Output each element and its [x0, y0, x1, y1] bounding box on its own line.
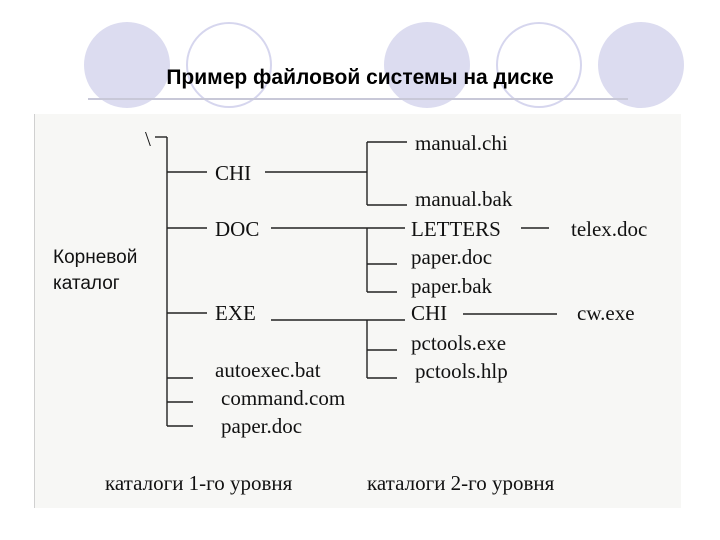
- dir-exe-chi: CHI: [411, 301, 447, 325]
- dir-doc: DOC: [215, 217, 259, 241]
- dir-letters: LETTERS: [411, 217, 501, 241]
- file-command: command.com: [221, 386, 345, 410]
- file-paper-doc-root: paper.doc: [221, 414, 302, 438]
- decor-circle-1: [84, 22, 170, 108]
- caption-level1: каталоги 1-го уровня: [105, 471, 293, 495]
- dir-chi: CHI: [215, 161, 251, 185]
- root-symbol: \: [145, 127, 151, 151]
- file-manual-chi: manual.chi: [415, 131, 508, 155]
- title-divider: [88, 98, 628, 100]
- file-paper-doc: paper.doc: [411, 245, 492, 269]
- file-paper-bak: paper.bak: [411, 274, 493, 298]
- file-autoexec: autoexec.bat: [215, 358, 321, 382]
- root-label-line2: каталог: [53, 273, 120, 294]
- file-pctools-hlp: pctools.hlp: [415, 359, 508, 383]
- file-tree-figure: \ Корневой каталог CHI DOC EXE autoexec.…: [34, 114, 681, 508]
- caption-level2: каталоги 2-го уровня: [367, 471, 555, 495]
- decor-circle-3: [598, 22, 684, 108]
- slide-title: Пример файловой системы на диске: [166, 66, 554, 89]
- file-tree-diagram: \ Корневой каталог CHI DOC EXE autoexec.…: [53, 127, 647, 495]
- decor-ring-2: [496, 22, 582, 108]
- dir-exe: EXE: [215, 301, 256, 325]
- file-telex-doc: telex.doc: [571, 217, 647, 241]
- decor-ring-1: [186, 22, 272, 108]
- file-pctools-exe: pctools.exe: [411, 331, 506, 355]
- file-manual-bak: manual.bak: [415, 187, 513, 211]
- root-label-line1: Корневой: [53, 247, 137, 268]
- decor-circle-2: [384, 22, 470, 108]
- file-cw-exe: cw.exe: [577, 301, 635, 325]
